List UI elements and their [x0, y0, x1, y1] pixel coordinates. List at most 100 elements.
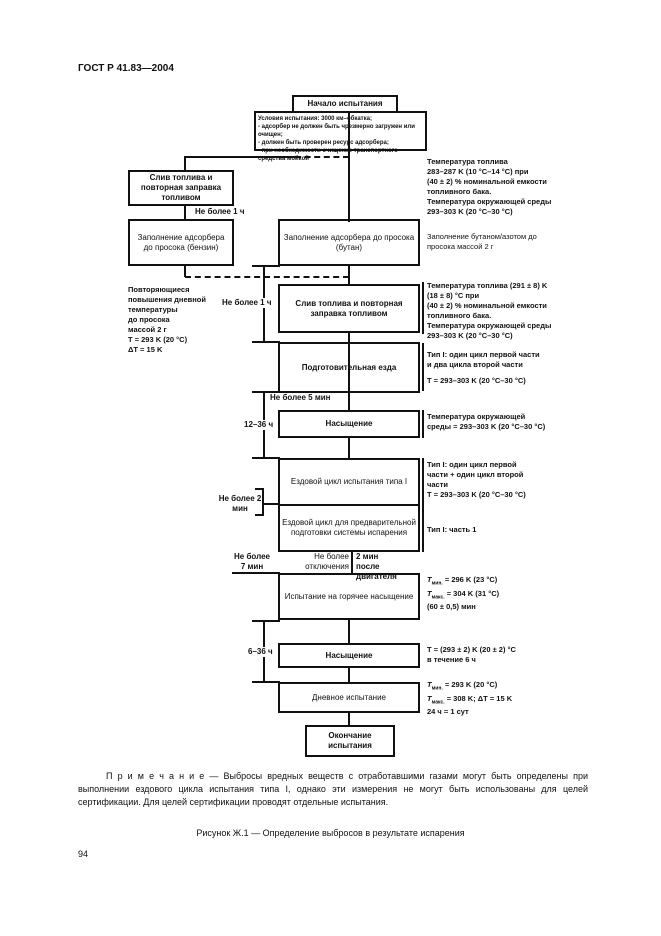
- flow-line: [184, 204, 186, 220]
- subscript: мин.: [431, 580, 443, 587]
- note-line: T = 293–303 K (20 °C–30 °C): [427, 376, 526, 385]
- bracket-line: [262, 503, 280, 505]
- label-12-36h: 12–36 ч: [244, 420, 274, 430]
- bracket-line: [422, 343, 427, 391]
- box-hot-soak: Испытание на горячее насыщение: [278, 573, 420, 620]
- value: = 296 K (23 °C): [444, 575, 498, 584]
- flow-line: [348, 667, 350, 683]
- t-symbol: T: [427, 680, 432, 689]
- bracket-line: [422, 410, 427, 438]
- box-conditions: Условия испытания: 3000 км–обкатка; - ад…: [254, 111, 427, 162]
- note-line: Заполнение бутаном/азотом до: [427, 232, 537, 241]
- t-symbol: T: [427, 575, 432, 584]
- bracket-line: [255, 488, 263, 490]
- box-drain-right: Слив топлива и повторная заправка топлив…: [278, 284, 420, 333]
- box-drive-precond: Ездовой цикл для предварительной подгото…: [278, 504, 420, 552]
- label-after-off-b: 2 мин после двигателя: [356, 552, 397, 581]
- bracket-line: [252, 620, 280, 622]
- note-line: Температура окружающей среды: [427, 197, 552, 206]
- flow-line: [348, 712, 350, 726]
- note-line: до просока: [128, 315, 170, 324]
- flow-line: [348, 619, 350, 644]
- flow-line: [295, 156, 349, 158]
- condition-line: Условия испытания: 3000 км–обкатка;: [258, 116, 372, 122]
- note-line: Tмакс. = 308 K; ΔT = 15 K: [427, 694, 577, 708]
- note-diurnal: Tмин. = 293 K (20 °C) Tмакс. = 308 K; ΔT…: [427, 680, 577, 717]
- note-line: Tмин. = 293 K (20 °C): [427, 680, 577, 694]
- box-end: Окончание испытания: [305, 725, 395, 757]
- label-6-36h: 6–36 ч: [248, 647, 273, 657]
- page-number: 94: [78, 849, 89, 859]
- note-line: (60 ± 0,5) мин: [427, 602, 476, 611]
- note-line: просока массой 2 г: [427, 242, 494, 251]
- t-symbol: T: [427, 588, 432, 598]
- note-line: и два цикла второй части: [427, 360, 523, 369]
- label-max-5min: Не более 5 мин: [270, 393, 331, 402]
- box-soak-1: Насыщение: [278, 410, 420, 438]
- flow-line: [185, 276, 349, 278]
- bracket-line: [252, 457, 280, 459]
- note-line: ΔT = 15 K: [128, 345, 163, 354]
- note-line: Температура окружающей: [427, 412, 526, 421]
- note-line: Температура топлива: [427, 157, 508, 166]
- footnote: П р и м е ч а н и е — Выбросы вредных ве…: [78, 771, 588, 807]
- note-line: повышения дневной: [128, 295, 206, 304]
- note-line: T = (293 ± 2) K (20 ± 2) °C: [427, 645, 516, 654]
- bracket-line: [252, 391, 280, 393]
- note-line: Температура топлива (291 ± 8) K: [427, 281, 548, 290]
- note-line: температуры: [128, 305, 178, 314]
- label-max-1h: Не более 1 ч: [222, 298, 272, 308]
- note-hot-soak: Tмин. = 296 K (23 °C) Tмакс. = 304 K (31…: [427, 575, 577, 612]
- note-line: топливного бака.: [427, 187, 492, 196]
- note-line: Температура окружающей среды: [427, 321, 552, 330]
- subscript: макс.: [431, 594, 445, 600]
- box-drain-left: Слив топлива и повторная заправка топлив…: [128, 170, 234, 206]
- flow-line: [348, 112, 350, 222]
- value: = 304 K (31 °C): [446, 588, 500, 598]
- note-line: Повторяющиеся: [128, 285, 190, 294]
- note-line: T = 293 K (20 °C): [128, 335, 188, 344]
- box-drive-type1: Ездовой цикл испытания типа I: [278, 458, 420, 506]
- note-line: части: [427, 480, 448, 489]
- note-line: Tмакс. = 304 K (31 °C): [427, 589, 577, 603]
- flow-line: [348, 437, 350, 459]
- condition-line: - при необходимости очищение транспортно…: [258, 148, 398, 162]
- note-line: T = 293–303 K (20 °C–30 °C): [427, 490, 526, 499]
- note-drive-precond: Тип I: часть 1: [427, 525, 477, 534]
- flow-line: [184, 265, 186, 277]
- note-fuel-temp-2: Температура топлива (291 ± 8) K(18 ± 8) …: [427, 281, 577, 341]
- note-line: Тип I: один цикл первой части: [427, 350, 540, 359]
- note-line: среды = 293–303 K (20 °C–30 °C): [427, 422, 546, 431]
- note-line: части + один цикл второй: [427, 470, 524, 479]
- note-line: (40 ± 2) % номинальной емкости: [427, 301, 547, 310]
- note-line: Tмин. = 296 K (23 °C): [427, 575, 577, 589]
- bracket-line: [252, 265, 280, 267]
- flow-line: [351, 551, 353, 574]
- note-line: в течение 6 ч: [427, 655, 476, 664]
- subscript: мин.: [431, 685, 443, 692]
- bracket-line: [232, 572, 280, 574]
- label-after-off-a: Не более отключения: [305, 552, 349, 571]
- repeat-note: Повторяющиеся повышения дневной температ…: [128, 285, 206, 355]
- value: = 293 K (20 °C): [444, 680, 498, 689]
- flow-line: [348, 265, 350, 285]
- flow-line: [184, 156, 186, 171]
- flow-line: [185, 156, 295, 158]
- value: = 308 K; ΔT = 15 K: [446, 693, 513, 703]
- note-line: (18 ± 8) °C при: [427, 291, 480, 300]
- box-fill-butane: Заполнение адсорбера до просока (бутан): [278, 219, 420, 266]
- condition-line: - адсорбер не должен быть чрезмерно загр…: [258, 124, 415, 138]
- note-line: (40 ± 2) % номинальной емкости: [427, 177, 547, 186]
- bracket-line: [422, 458, 427, 504]
- note-line: 293–303 K (20 °C–30 °C): [427, 207, 513, 216]
- bracket-line: [262, 488, 264, 516]
- note-line: массой 2 г: [128, 325, 167, 334]
- note-line: 283–287 K (10 °C–14 °C) при: [427, 167, 529, 176]
- flow-line: [348, 332, 350, 412]
- bracket-line: [252, 681, 280, 683]
